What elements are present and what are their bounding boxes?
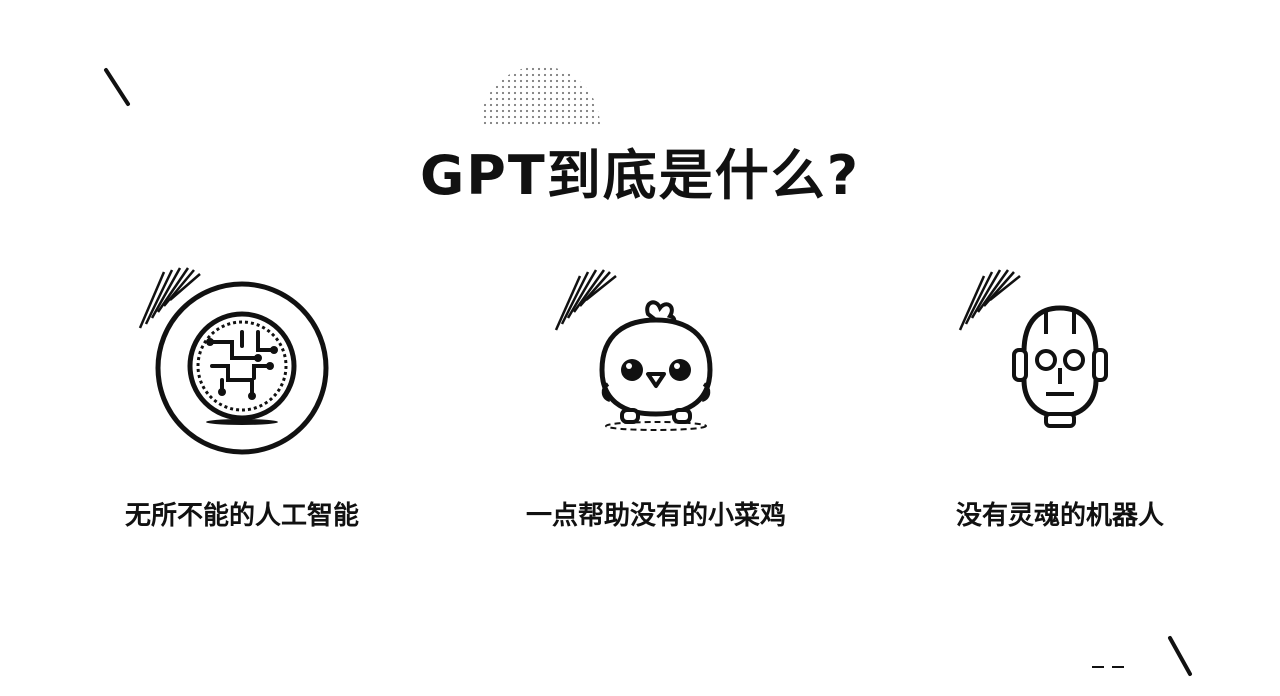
page-title: GPT到底是什么? — [419, 144, 861, 208]
ai-brain-chip-icon — [138, 267, 329, 455]
robot-head-icon — [958, 269, 1108, 428]
card-chick: 一点帮助没有的小菜鸡 — [496, 262, 816, 552]
decorative-halftone-title — [480, 66, 600, 126]
card-robot: 没有灵魂的机器人 — [900, 262, 1220, 552]
decorative-slash-top-left — [104, 68, 130, 106]
card-ai: 无所不能的人工智能 — [82, 262, 402, 552]
card-robot-caption: 没有灵魂的机器人 — [955, 501, 1164, 531]
decorative-slash-bottom-right — [1168, 636, 1192, 676]
card-ai-caption: 无所不能的人工智能 — [124, 501, 359, 531]
decorative-dash-bottom-right — [1092, 666, 1124, 668]
card-chick-caption: 一点帮助没有的小菜鸡 — [525, 501, 786, 531]
chick-icon — [554, 269, 713, 431]
